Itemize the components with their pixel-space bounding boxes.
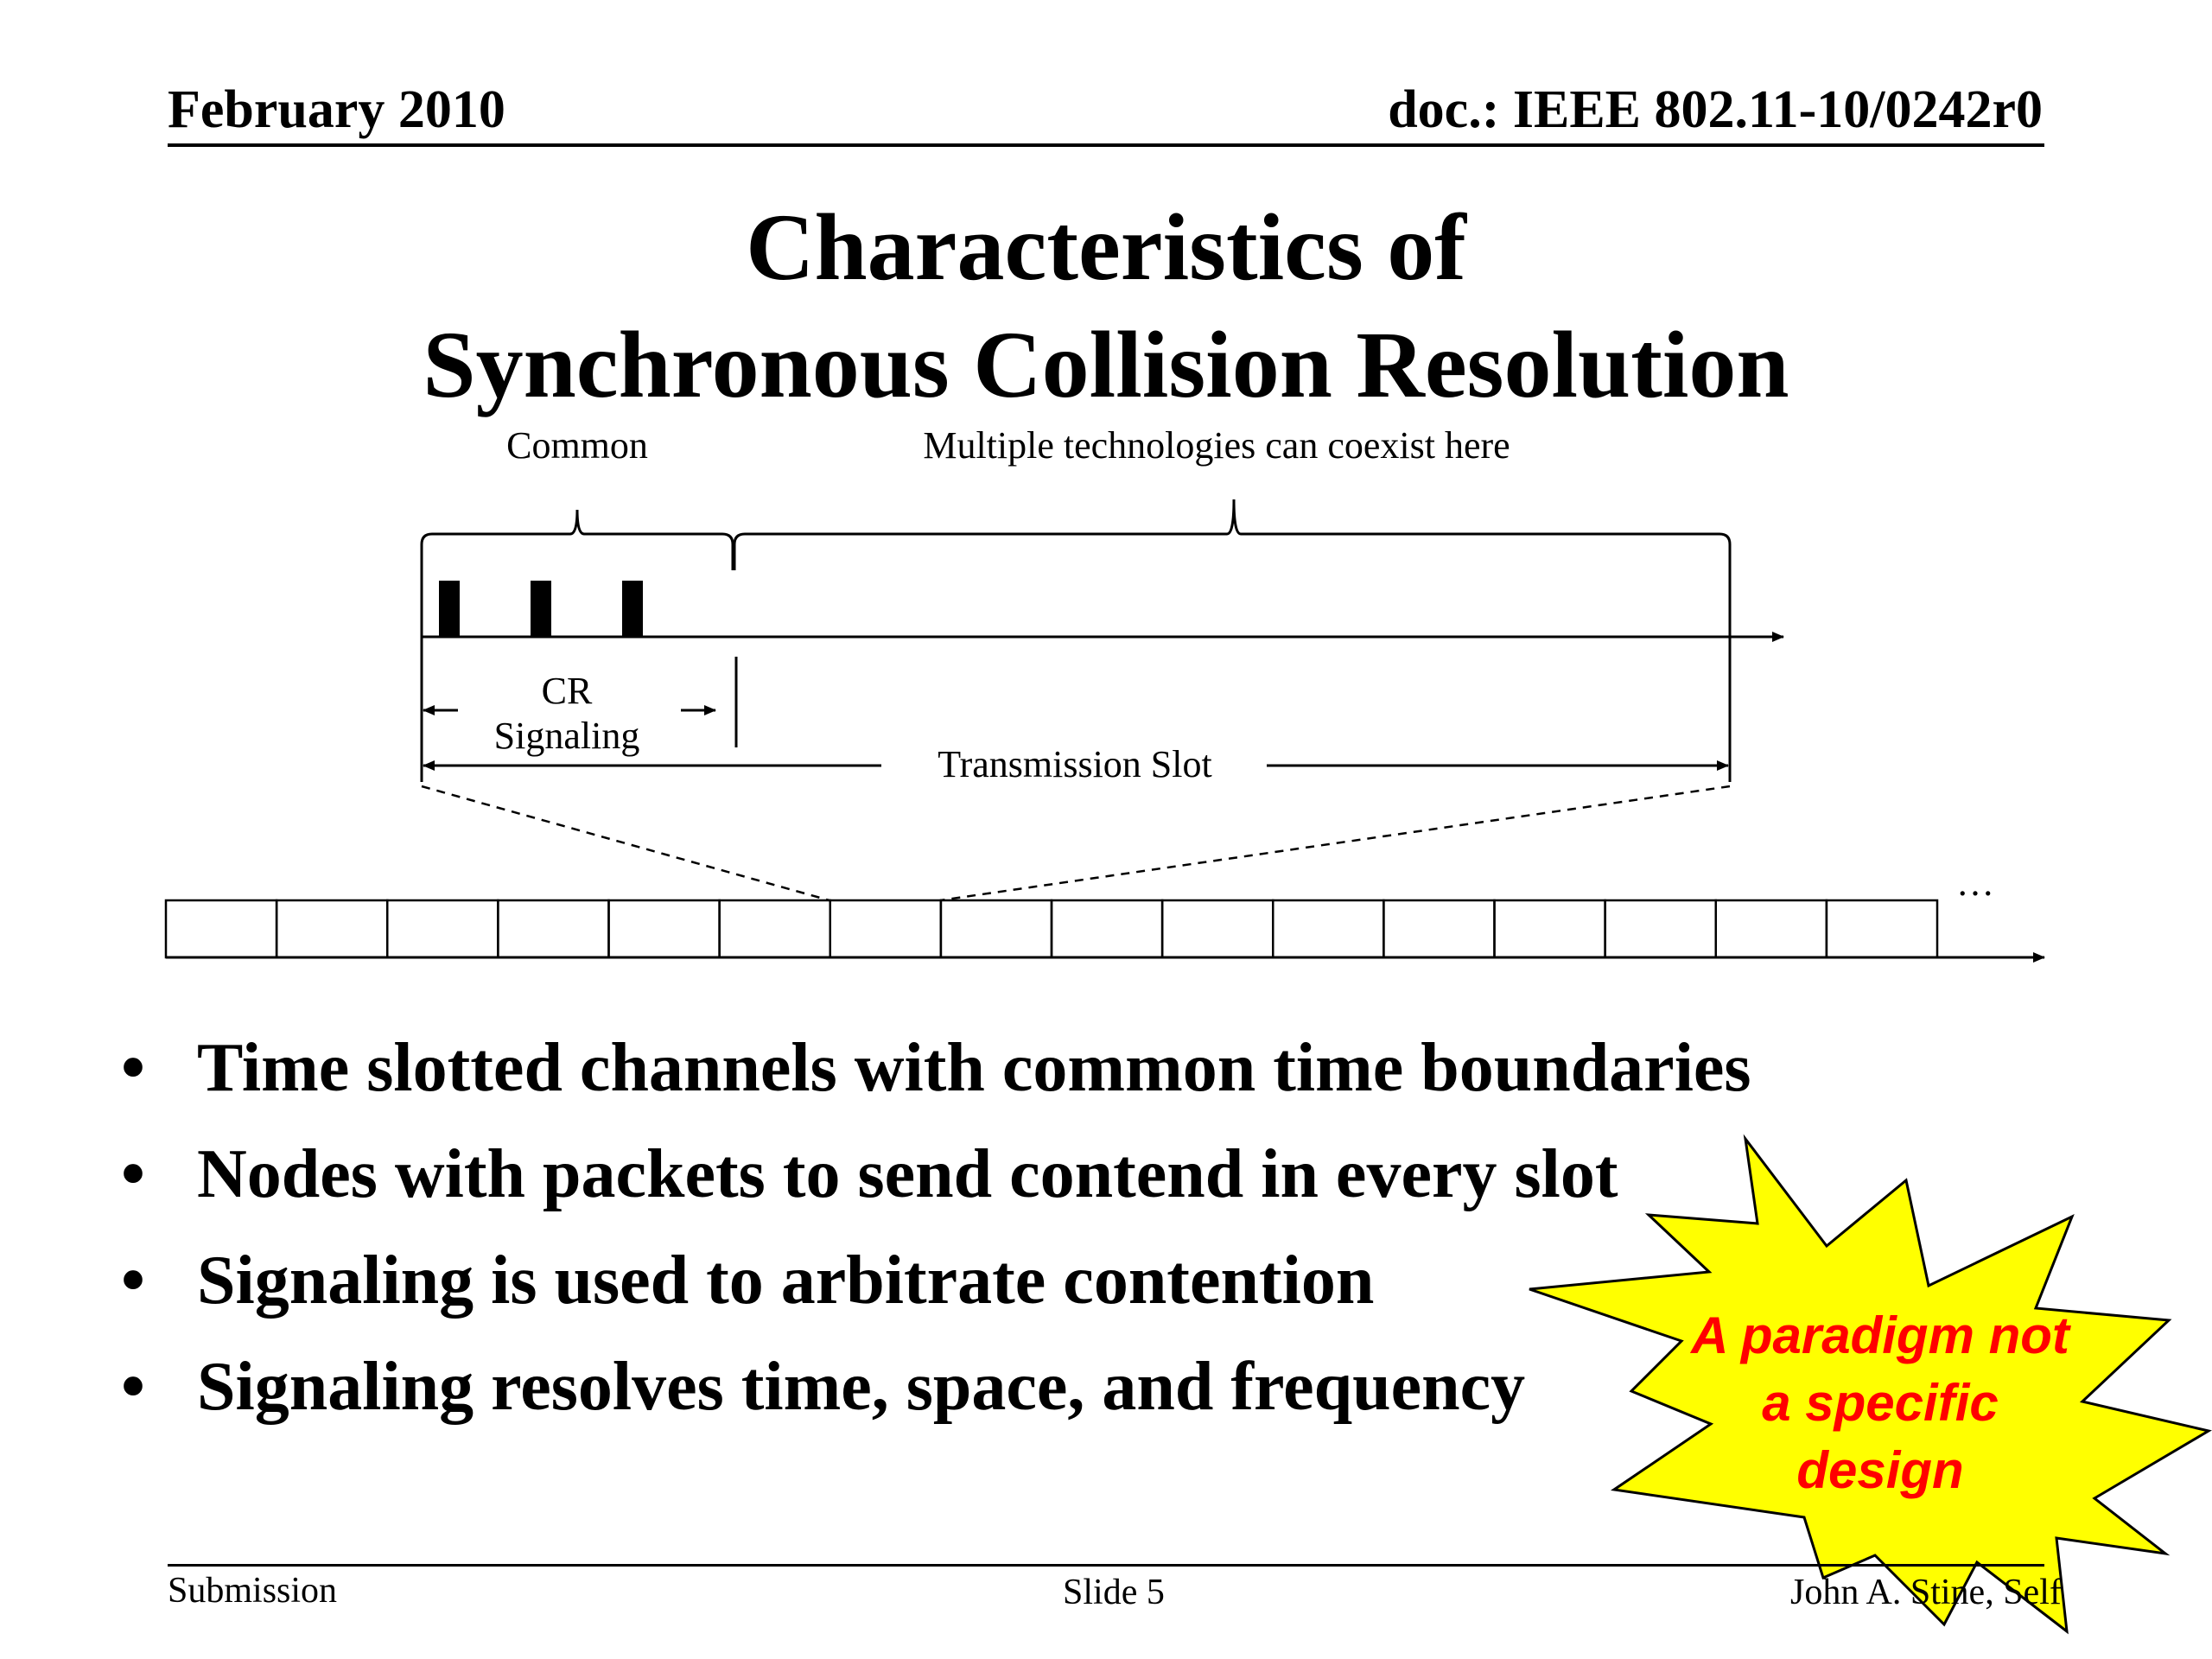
callout-line-2: a specific [1762,1374,1999,1432]
label-transmission-slot: Transmission Slot [938,743,1211,785]
label-signaling: Signaling [494,715,640,757]
slide-title: Characteristics of Synchronous Collision… [0,188,2212,423]
bullet-list: •Time slotted channels with common time … [104,1025,1751,1450]
signal-pulse [622,581,643,636]
callout-line-3: design [1796,1441,1963,1499]
title-line-1: Characteristics of [746,194,1466,300]
bullet-item: •Signaling is used to arbitrate contenti… [121,1243,1375,1319]
bullet-item: •Nodes with packets to send contend in e… [121,1136,1618,1212]
footer-author: John A. Stine, Self [1790,1573,2062,1612]
label-common: Common [506,424,648,467]
zoom-line-left [421,785,830,902]
signal-pulse [531,581,551,636]
label-multiple-technologies: Multiple technologies can coexist here [923,424,1510,467]
footer-rule [168,1564,2044,1567]
bullet-item: •Time slotted channels with common time … [121,1030,1751,1106]
brace-common [420,509,734,570]
bullet-text: Signaling is used to arbitrate contentio… [197,1243,1375,1319]
header-rule [168,143,2044,147]
footer-slide-number: Slide 5 [1063,1573,1165,1612]
callout-line-1: A paradigm not [1689,1306,2072,1364]
header-doc-id: doc.: IEEE 802.11-10/0242r0 [1388,80,2043,139]
bullet-text: Nodes with packets to send contend in ev… [197,1136,1618,1212]
header-date: February 2010 [168,80,505,139]
label-cr: CR [542,670,593,712]
starburst-shape [1529,1134,2212,1635]
bullet-text: Time slotted channels with common time b… [197,1030,1751,1106]
footer-submission: Submission [168,1571,338,1611]
signal-pulses [439,581,643,636]
signal-pulse [439,581,460,636]
bullet-item: •Signaling resolves time, space, and fre… [121,1349,1526,1425]
slot-ellipsis: … [1956,861,1994,904]
title-line-2: Synchronous Collision Resolution [423,312,1789,417]
bullet-text: Signaling resolves time, space, and freq… [197,1349,1526,1425]
brace-multiple [733,499,1732,570]
zoom-line-right [939,785,1731,902]
